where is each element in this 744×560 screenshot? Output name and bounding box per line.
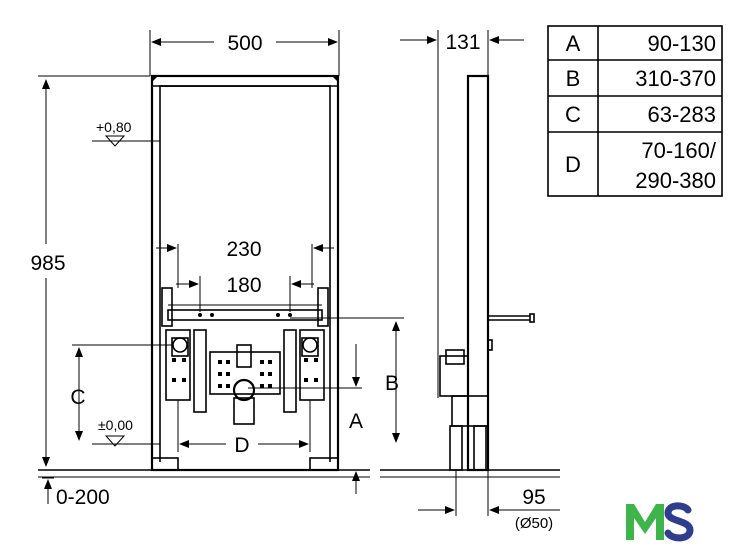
table-value: 310-370 [635,66,716,91]
dimension-table: A 90-130 B 310-370 C 63-283 D 70-160/ 29… [547,25,723,197]
level-top: +0,80 [96,119,132,135]
brand-logo [626,502,694,542]
frame-outline [150,74,340,472]
table-value: 90-130 [647,31,716,56]
dim-a: A [349,410,363,433]
dim-height: 985 [30,252,65,275]
side-view: 131 95 (Ø50) [380,30,560,532]
dim-230: 230 [226,238,261,261]
table-key: A [566,31,581,56]
front-view: 500 985 +0,80 ±0,00 C 230 180 [30,30,404,509]
table-key: D [565,152,581,177]
dim-180: 180 [226,274,261,297]
table-value: 70-160/ [641,138,717,163]
dim-drain-diameter: (Ø50) [515,515,553,532]
floor-range: 0-200 [56,486,110,509]
dim-b: B [385,372,399,395]
table-key: B [566,66,581,91]
table-value: 63-283 [647,102,716,127]
dim-d: D [234,434,249,457]
level-floor: ±0,00 [98,417,133,433]
dim-drain: 95 [522,486,545,509]
table-value-second-line: 290-380 [635,168,716,193]
logo-letter-m [626,504,664,540]
table-key: C [565,102,581,127]
dim-depth: 131 [445,31,480,54]
logo-letter-s [664,502,694,542]
dim-c: C [70,386,85,409]
dim-width: 500 [227,32,262,55]
